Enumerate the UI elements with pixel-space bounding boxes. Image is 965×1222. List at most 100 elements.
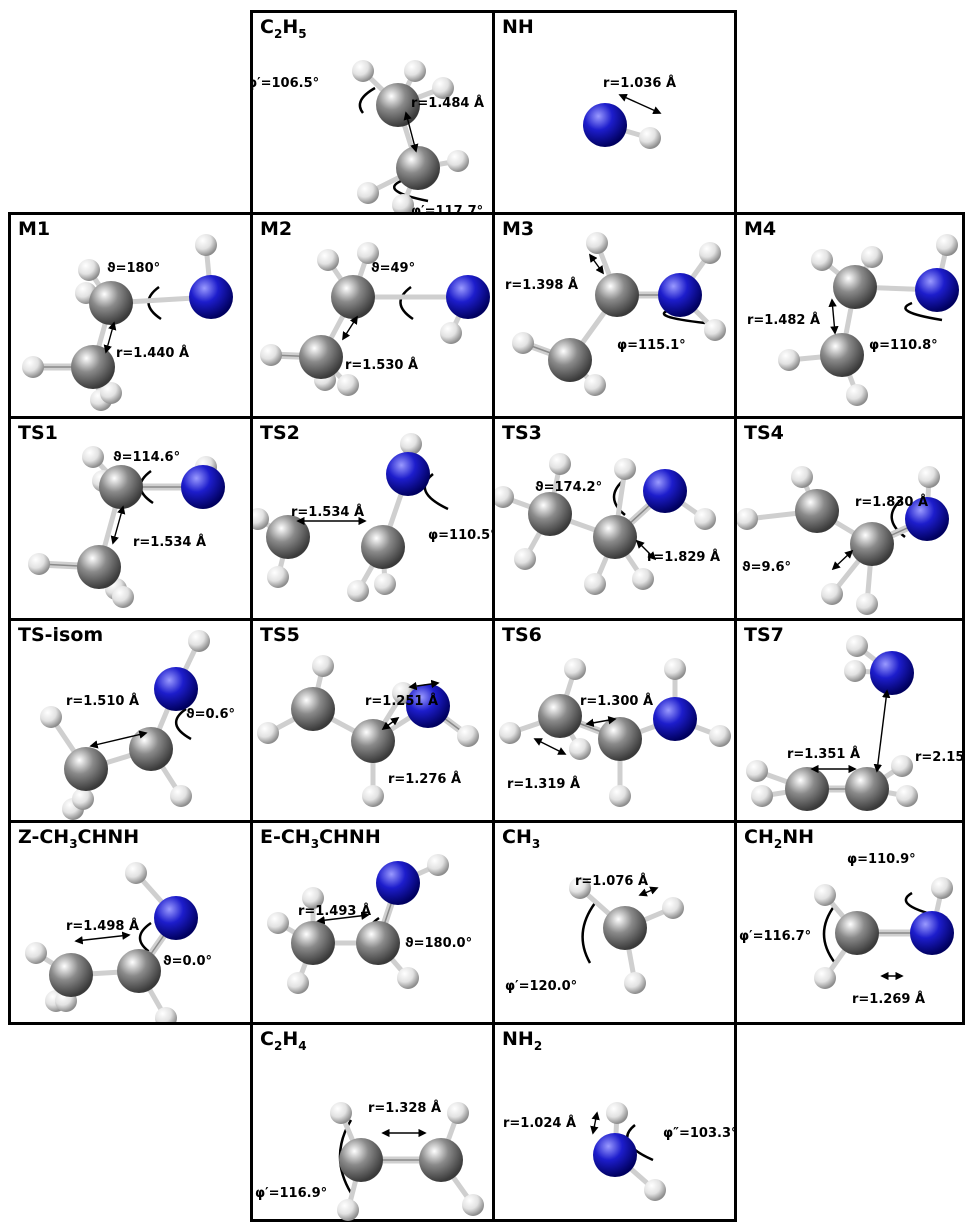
carbon-atom <box>356 921 400 965</box>
nitrogen-atom <box>593 1133 637 1177</box>
panel-title: M3 <box>502 218 535 240</box>
distance-arrow <box>533 738 567 755</box>
molecule-svg: r=1.510 Å ϑ=0.6° <box>40 630 235 820</box>
panel-title: TS3 <box>502 422 542 444</box>
distance-arrow <box>831 549 854 571</box>
hydrogen-atom <box>791 466 813 488</box>
hydrogen-atom <box>287 972 309 994</box>
hydrogen-atom <box>751 785 773 807</box>
molecule-svg: r=1.076 Å φ′=120.0° <box>505 873 684 994</box>
panel-title: M4 <box>744 218 777 240</box>
measurement-label: r=1.076 Å <box>575 873 648 889</box>
hydrogen-atom <box>811 249 833 271</box>
hydrogen-atom <box>614 458 636 480</box>
nitrogen-atom <box>386 452 430 496</box>
carbon-atom <box>528 492 572 536</box>
distance-arrow <box>408 679 440 691</box>
measurement-label: φ=110.8° <box>869 338 938 353</box>
molecule-svg: ϑ=9.6°r=1.830 Å <box>737 466 949 615</box>
hydrogen-atom <box>317 249 339 271</box>
hydrogen-atom <box>330 1102 352 1124</box>
angle-arc <box>904 301 943 322</box>
hydrogen-atom <box>25 942 47 964</box>
panel-title: TS2 <box>260 422 300 444</box>
hydrogen-atom <box>709 725 731 747</box>
measurement-label: ϑ=9.6° <box>742 560 791 575</box>
carbon-atom <box>49 953 93 997</box>
hydrogen-atom <box>814 967 836 989</box>
measurement-label: φ′=120.0° <box>505 979 577 994</box>
hydrogen-atom <box>457 725 479 747</box>
hydrogen-atom <box>195 234 217 256</box>
molecule-svg: ϑ=114.6°r=1.534 Å <box>28 446 225 608</box>
hydrogen-atom <box>337 374 359 396</box>
measurement-label: ϑ=180.0° <box>405 936 472 951</box>
hydrogen-atom <box>392 194 414 212</box>
carbon-atom <box>598 717 642 761</box>
measurement-label: ϑ=0.6° <box>186 707 235 722</box>
panel-nh: NH r=1.036 Å <box>492 10 737 215</box>
hydrogen-atom <box>609 785 631 807</box>
hydrogen-atom <box>931 877 953 899</box>
measurement-label: r=1.510 Å <box>66 693 139 709</box>
hydrogen-atom <box>844 660 866 682</box>
measurement-label: r=1.440 Å <box>116 345 189 361</box>
hydrogen-atom <box>499 722 521 744</box>
measurement-label: r=1.328 Å <box>368 1100 441 1116</box>
hydrogen-atom <box>624 972 646 994</box>
molecule-svg: φ=110.9°φ′=116.7°r=1.269 Å <box>739 852 954 1007</box>
hydrogen-atom <box>267 912 289 934</box>
panel-title: CH2NH <box>744 826 815 851</box>
hydrogen-atom <box>737 508 758 530</box>
nitrogen-atom <box>154 896 198 940</box>
distance-arrow <box>381 717 400 730</box>
molecule-svg: r=1.251 Å r=1.276 Å <box>257 655 479 807</box>
molecule-svg: ϑ=180°r=1.440 Å <box>22 234 233 411</box>
panel-ts1: TS1 ϑ=114.6°r=1.534 Å <box>8 416 253 621</box>
hydrogen-atom <box>427 854 449 876</box>
carbon-atom <box>396 146 440 190</box>
carbon-atom <box>99 465 143 509</box>
hydrogen-atom <box>664 658 686 680</box>
nitrogen-atom <box>870 651 914 695</box>
measurement-label: φ=110.9° <box>847 852 916 867</box>
hydrogen-atom <box>447 150 469 172</box>
measurement-label: r=1.351 Å <box>787 746 860 762</box>
carbon-atom <box>595 273 639 317</box>
measurement-label: r=1.251 Å <box>365 693 438 709</box>
measurement-label: r=1.276 Å <box>388 771 461 787</box>
carbon-atom <box>71 345 115 389</box>
hydrogen-atom <box>514 548 536 570</box>
molecule-svg: r=1.482 Åφ=110.8° <box>747 234 959 406</box>
panel-ts3: TS3 ϑ=174.2°r=1.829 Å <box>492 416 737 621</box>
hydrogen-atom <box>699 242 721 264</box>
hydrogen-atom <box>891 755 913 777</box>
angle-arc <box>822 904 836 964</box>
molecule-svg: r=1.351 År=2.156 Å <box>746 635 965 811</box>
carbon-atom <box>835 911 879 955</box>
hydrogen-atom <box>462 1194 484 1216</box>
panel-title: TS5 <box>260 624 300 646</box>
angle-arc <box>423 473 449 511</box>
panel-m2: M2 ϑ=49°r=1.530 Å <box>250 212 495 419</box>
nitrogen-atom <box>406 684 450 728</box>
carbon-atom <box>850 522 894 566</box>
measurement-label: r=1.534 Å <box>133 534 206 550</box>
panel-title: E-CH3CHNH <box>260 826 381 851</box>
hydrogen-atom <box>856 593 878 615</box>
hydrogen-atom <box>337 1199 359 1221</box>
measurement-label: r=1.829 Å <box>647 549 720 565</box>
angle-arc <box>581 902 597 964</box>
measurement-label: r=1.484 Å <box>411 95 484 111</box>
hydrogen-atom <box>432 77 454 99</box>
molecule-svg: r=1.534 Åφ=110.5° <box>253 433 492 602</box>
hydrogen-atom <box>357 242 379 264</box>
measurement-label: ϑ=49° <box>371 261 415 276</box>
hydrogen-atom <box>694 508 716 530</box>
carbon-atom <box>833 265 877 309</box>
nitrogen-atom <box>910 911 954 955</box>
nitrogen-atom <box>189 275 233 319</box>
measurement-label: r=1.398 Å <box>505 277 578 293</box>
